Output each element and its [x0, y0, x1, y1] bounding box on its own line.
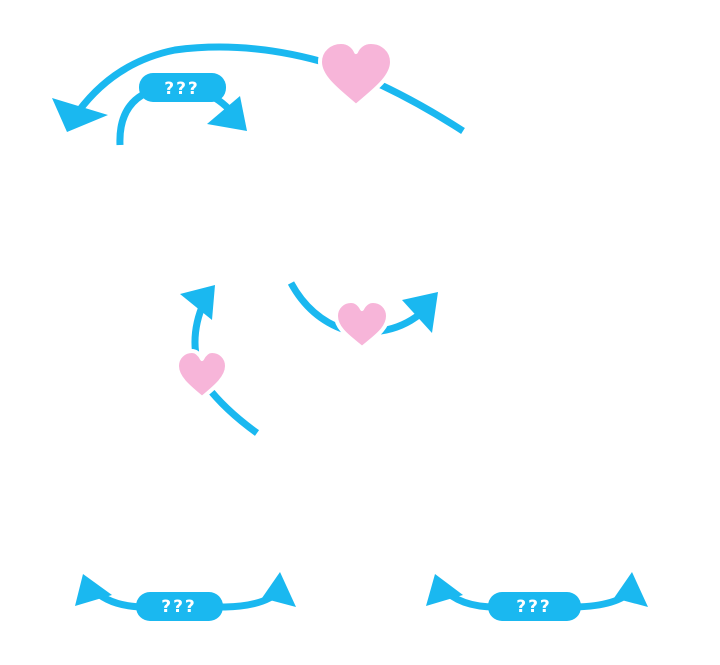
- heart-icon: [318, 40, 394, 108]
- top-large-arrow: [52, 43, 465, 134]
- top-pill-text: ???: [164, 79, 200, 99]
- bottom-left-double-arrow: ???: [75, 572, 296, 621]
- heart-icon: [334, 299, 390, 350]
- top-pill-label: ???: [139, 73, 226, 102]
- heart-icon: [175, 349, 229, 400]
- bottom-right-pill-text: ???: [516, 597, 552, 617]
- bottom-left-pill-text: ???: [161, 597, 197, 617]
- bottom-right-double-arrow: ???: [426, 572, 648, 621]
